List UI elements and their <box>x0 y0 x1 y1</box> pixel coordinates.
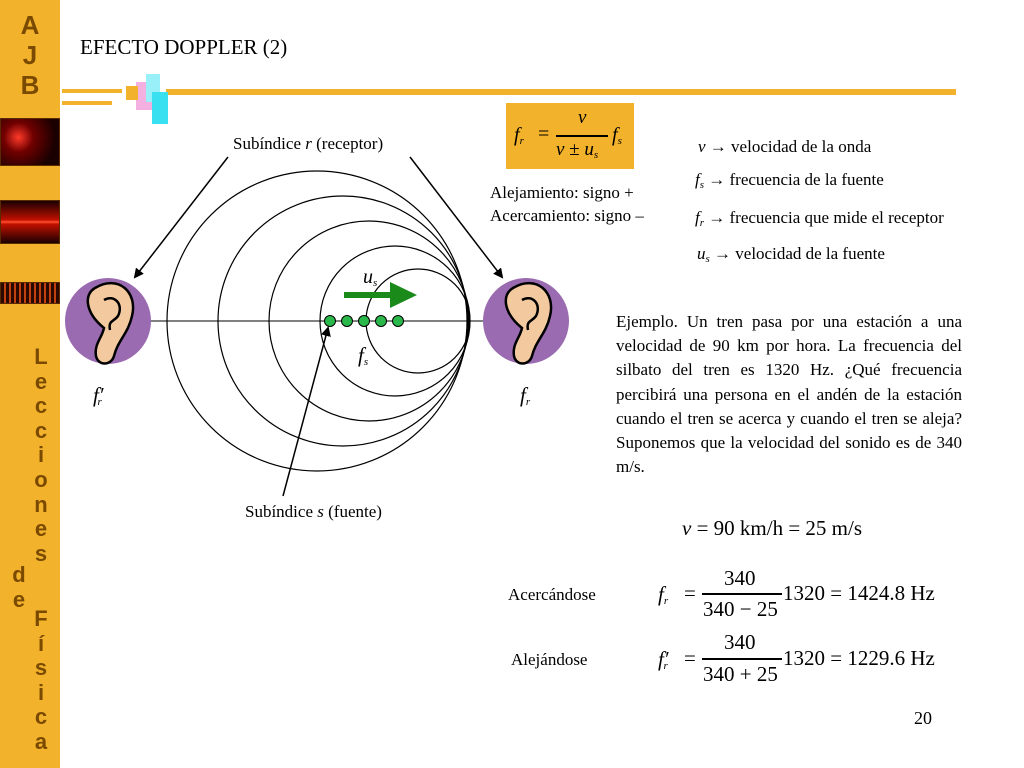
recede-label: Alejándose <box>511 650 588 669</box>
pointer-arrow-right-ear <box>409 156 504 279</box>
sidebar-letter: i <box>37 442 45 468</box>
pointer-arrow-left-ear <box>133 156 229 279</box>
label-subindice-receptor: Subíndice r (receptor) <box>233 134 384 153</box>
sign-alejamiento: Alejamiento: signo + <box>490 183 634 202</box>
sidebar-letter: c <box>34 393 48 419</box>
example-paragraph: Ejemplo. Un tren pasa por una estación a… <box>616 312 962 477</box>
approach-fraction-bar <box>702 593 782 595</box>
sidebar-word-fisica: F í s i c a <box>26 606 56 755</box>
recede-equation: f′r = 340 340 + 25 1320 = 1229.6 Hz <box>658 630 935 686</box>
sidebar-letter: F <box>34 606 48 631</box>
approach-numerator: 340 <box>724 566 756 590</box>
sidebar-letter: e <box>34 368 48 394</box>
thumbnail-image-2 <box>0 200 60 244</box>
sidebar-letter: i <box>37 679 45 705</box>
formula-fraction-bar <box>556 135 608 137</box>
formula-denominator: v ± us <box>556 139 599 161</box>
brand-letter: B <box>20 70 40 100</box>
sidebar-letter: c <box>34 417 48 443</box>
title-rule-short-1 <box>62 89 122 93</box>
arrow-icon: → <box>708 170 726 189</box>
brand-letter: A <box>20 10 40 40</box>
source-dot <box>324 315 336 327</box>
approach-label: Acercándose <box>508 585 596 604</box>
arrow-icon: → <box>709 137 727 156</box>
title-rule-short-2 <box>62 101 112 105</box>
label-subindice-fuente: Subíndice s (fuente) <box>245 502 382 521</box>
sidebar-word-lecciones: L e c c i o n e s <box>26 344 56 566</box>
sidebar-letter: n <box>34 491 48 517</box>
legend-item-v: v → velocidad de la onda <box>698 137 872 156</box>
ear-icon-right <box>483 278 569 365</box>
legend-item-fr: fr → frecuencia que mide el receptor <box>695 208 944 229</box>
decor-block-cyan-2 <box>152 92 168 124</box>
pointer-arrow-source <box>282 326 331 497</box>
formula-rhs: fs <box>612 124 622 147</box>
recede-numerator: 340 <box>724 630 756 654</box>
legend-item-fs: fs → frecuencia de la fuente <box>695 170 884 191</box>
sidebar-letter: í <box>37 630 45 656</box>
thumbnail-image-3 <box>0 282 60 304</box>
label-left-receiver-frequency: f′r <box>93 383 104 408</box>
sidebar-letter: s <box>34 540 48 566</box>
sidebar-letter: s <box>34 655 48 681</box>
recede-result: 1320 = 1229.6 Hz <box>783 646 935 670</box>
approach-denominator: 340 − 25 <box>703 597 778 621</box>
page-number: 20 <box>914 708 932 728</box>
recede-denominator: 340 + 25 <box>703 662 778 686</box>
speed-equation: v = 90 km/h = 25 m/s <box>682 516 863 540</box>
brand-logo: A J B <box>0 10 60 100</box>
slide-title: EFECTO DOPPLER (2) <box>80 35 288 59</box>
sidebar-letter: a <box>34 728 48 754</box>
source-dot <box>358 315 370 327</box>
source-dot <box>392 315 404 327</box>
label-source-frequency: fs <box>358 343 369 368</box>
label-source-velocity: us <box>363 266 378 289</box>
recede-fraction-bar <box>702 658 782 660</box>
brand-letter: J <box>22 40 38 70</box>
sidebar-letter: L <box>34 344 48 369</box>
approach-equation: fr = 340 340 − 25 1320 = 1424.8 Hz <box>658 566 935 621</box>
sidebar-letter: c <box>34 704 48 730</box>
source-dot <box>375 315 387 327</box>
label-right-receiver-frequency: fr <box>520 383 531 408</box>
sidebar-letter: d <box>12 562 26 587</box>
approach-result: 1320 = 1424.8 Hz <box>783 581 935 605</box>
sidebar-word-de: d e <box>4 562 34 612</box>
title-rule-long <box>166 89 956 95</box>
sidebar-letter: o <box>34 466 48 492</box>
thumbnail-image-1 <box>0 118 60 166</box>
legend-item-us: us → velocidad de la fuente <box>697 244 885 265</box>
velocity-arrow-head <box>390 282 417 308</box>
arrow-icon: → <box>708 208 726 227</box>
formula-lhs: fr <box>514 124 524 147</box>
formula-equals: = <box>538 123 550 145</box>
decor-block-gold <box>126 86 138 100</box>
ear-icon-left <box>65 278 151 365</box>
formula-numerator: v <box>578 107 587 128</box>
doppler-formula: fr = v v ± us fs <box>506 103 634 169</box>
sidebar-letter: e <box>34 516 48 542</box>
sidebar-letter: e <box>12 586 26 612</box>
sign-acercamiento: Acercamiento: signo – <box>490 206 644 225</box>
arrow-icon: → <box>714 244 732 263</box>
source-dot <box>341 315 353 327</box>
